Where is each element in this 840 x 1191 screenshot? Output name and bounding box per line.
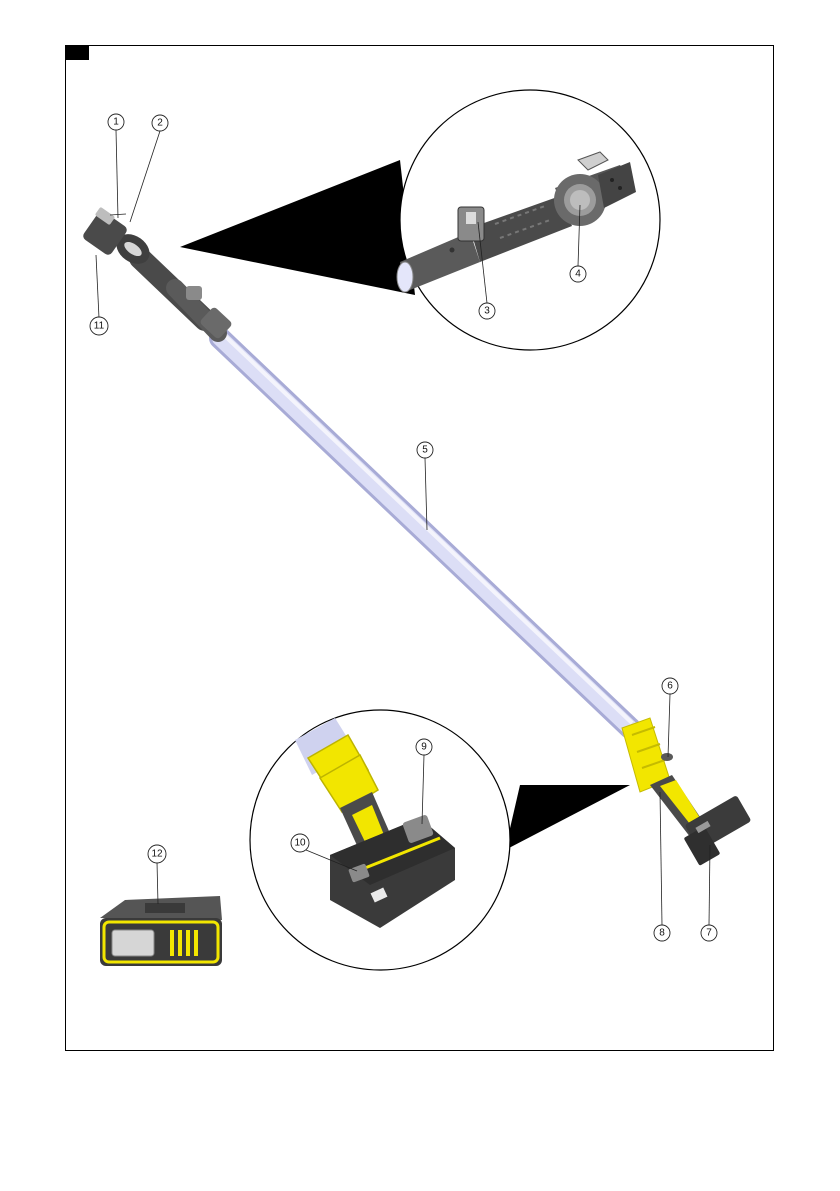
callout-2: 2 <box>152 115 168 131</box>
telescopic-tube <box>220 336 632 728</box>
callout-4: 4 <box>570 266 586 282</box>
callout-7: 7 <box>701 925 717 941</box>
top-zoom-wedge <box>180 160 415 295</box>
callout-9-label: 9 <box>421 742 427 753</box>
callout-8-label: 8 <box>659 928 665 939</box>
callout-11: 11 <box>90 317 108 335</box>
callout-6: 6 <box>662 678 678 694</box>
callout-4-label: 4 <box>575 269 581 280</box>
callout-1: 1 <box>108 114 124 130</box>
callout-10-label: 10 <box>294 838 306 849</box>
top-detail-view <box>397 90 660 350</box>
callout-5-label: 5 <box>422 445 428 456</box>
callout-12: 12 <box>148 845 166 863</box>
callout-11-label: 11 <box>94 321 105 332</box>
callout-10: 10 <box>291 834 309 852</box>
callout-7-label: 7 <box>706 928 712 939</box>
bottom-detail-view <box>250 710 510 970</box>
callout-8: 8 <box>654 925 670 941</box>
callout-5: 5 <box>417 442 433 458</box>
callout-12-label: 12 <box>151 849 163 860</box>
battery-pack <box>100 896 222 966</box>
bottom-handle <box>622 718 751 866</box>
callout-3-label: 3 <box>484 306 490 317</box>
callout-9: 9 <box>416 739 432 755</box>
callout-1-label: 1 <box>113 117 119 128</box>
callout-3: 3 <box>479 303 495 319</box>
callout-6-label: 6 <box>667 681 673 692</box>
bottom-zoom-wedge <box>505 785 630 850</box>
callout-2-label: 2 <box>157 118 163 129</box>
